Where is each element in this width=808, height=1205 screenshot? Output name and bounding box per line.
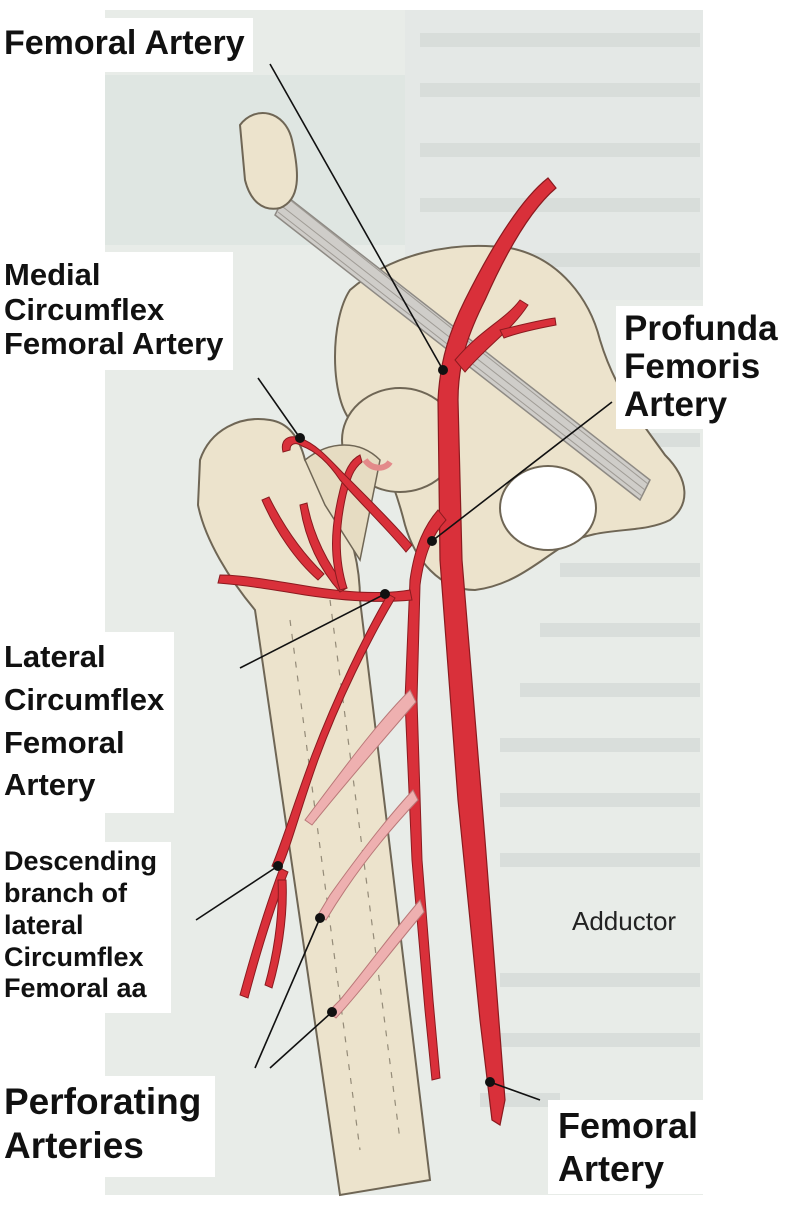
label-femoral-artery-top: Femoral Artery xyxy=(0,18,253,73)
leader-profunda xyxy=(431,401,613,542)
lateral-circumflex-branches xyxy=(217,454,413,999)
leader-descending xyxy=(195,865,279,921)
leader-lines xyxy=(195,63,613,1101)
medial-circumflex-branch xyxy=(281,436,413,553)
label-perforating-arteries: Perforating Arteries xyxy=(0,1076,216,1177)
leader-lateral xyxy=(239,593,386,669)
perforating-arteries-vessels xyxy=(304,458,425,1019)
bone-stub xyxy=(238,112,298,210)
label-adductor: Adductor xyxy=(572,906,677,936)
label-femoral-artery-bottom: Femoral Artery xyxy=(548,1100,719,1195)
femoral-artery-vessel xyxy=(437,177,557,1126)
leader-medial xyxy=(257,377,301,439)
label-profunda-femoris-artery: Profunda Femoris Artery xyxy=(616,306,782,430)
leader-femoral-bottom xyxy=(489,1081,541,1101)
leader-perforating-1 xyxy=(254,917,321,1069)
leader-femoral-top xyxy=(269,63,444,371)
label-medial-circumflex-femoral-artery: Medial Circumflex Femoral Artery xyxy=(0,252,234,371)
leader-perforating-2 xyxy=(269,1011,333,1069)
leader-dots xyxy=(273,365,495,1087)
label-lateral-circumflex-femoral-artery: Lateral Circumflex Femoral Artery xyxy=(0,632,175,814)
label-descending-branch: Descending branch of lateral Circumflex … xyxy=(0,842,172,1014)
